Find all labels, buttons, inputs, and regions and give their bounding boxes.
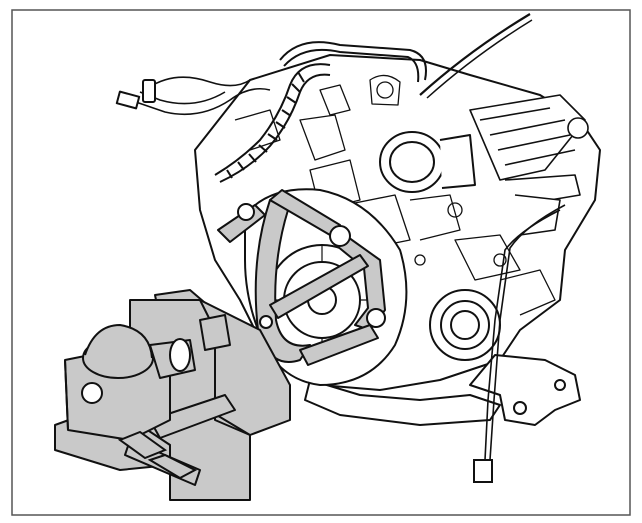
figure-border: [11, 9, 631, 516]
sensor-connector-left: [115, 90, 141, 110]
sensor-connector-right: [473, 459, 493, 483]
fixture-bolts: [237, 203, 386, 329]
wiring-conduit: [214, 63, 331, 183]
stand-gearbox: [64, 324, 196, 441]
sensor-lead-right: [484, 204, 566, 461]
oil-pan: [304, 379, 501, 426]
throttle-body: [379, 131, 476, 193]
crank-pulley: [429, 289, 501, 361]
upper-hoses: [279, 13, 533, 99]
engine-mount-bracket: [469, 354, 581, 426]
sensor-lead-left: [129, 76, 271, 116]
stand-crank-handle: [117, 430, 198, 480]
intake-manifold: [469, 94, 589, 236]
